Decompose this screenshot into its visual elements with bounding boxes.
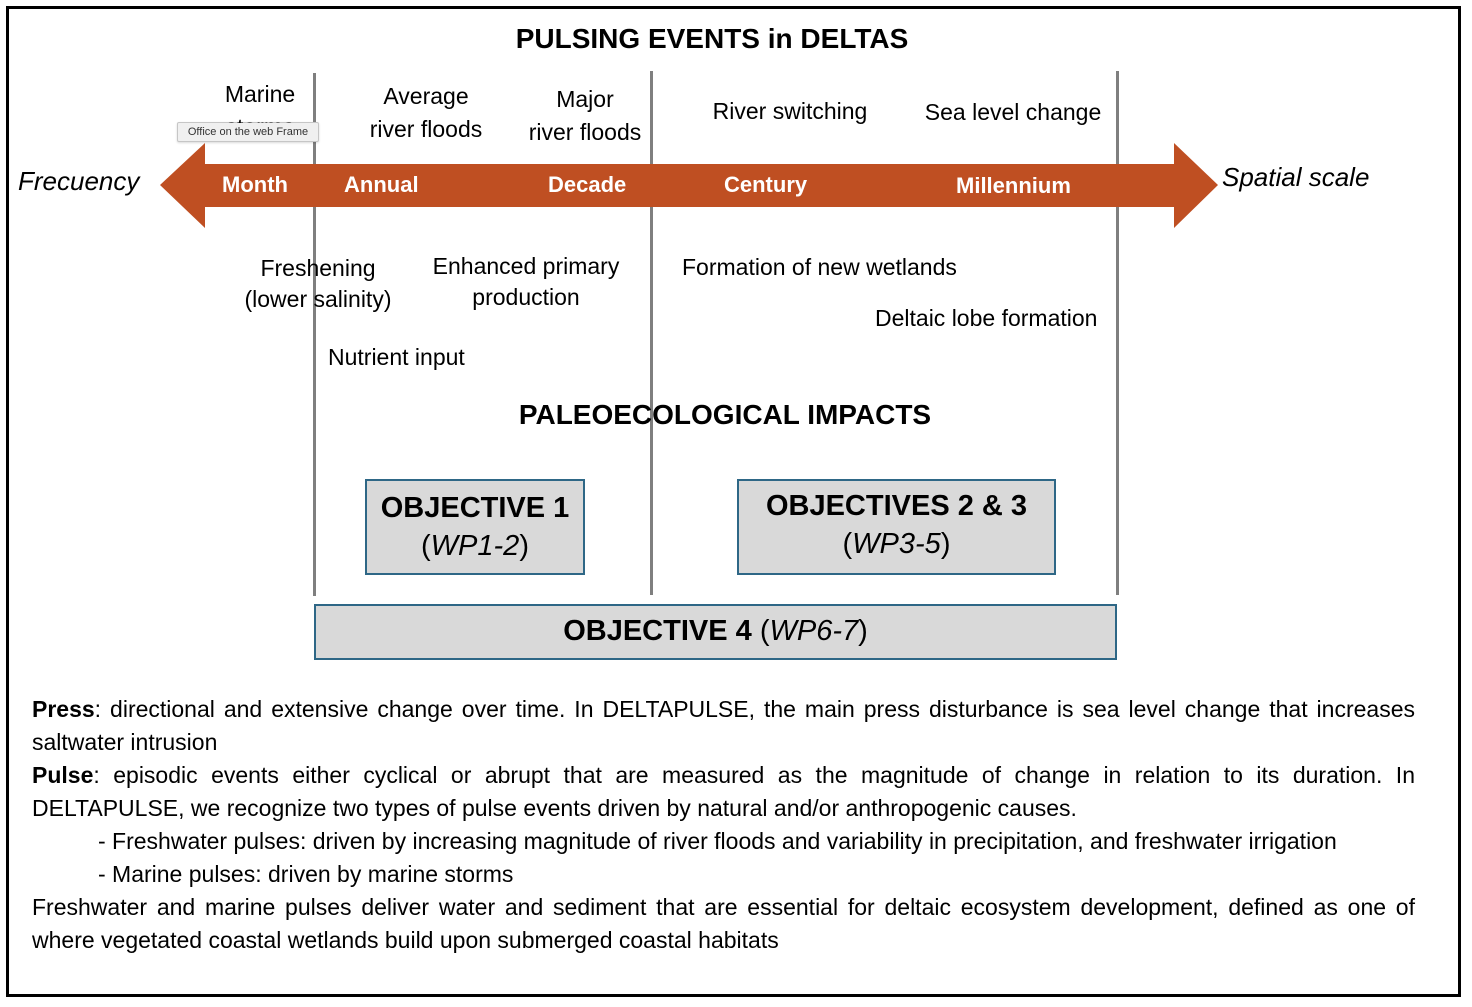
objective-1-title-text: OBJECTIVE 1: [380, 492, 570, 524]
objective-1-open: (: [421, 530, 431, 562]
pulse-text: : episodic events either cyclical or abr…: [32, 762, 1415, 821]
objective-2-3-wp-text: WP3-5: [852, 528, 941, 560]
divider-line-century: [650, 71, 653, 595]
spatial-scale-label: Spatial scale: [1222, 162, 1370, 192]
objective-1-close: ): [519, 530, 529, 562]
event-major-floods-line1: Major: [556, 86, 614, 112]
objective-2-3-close: ): [940, 528, 951, 560]
objective-4-title-text: OBJECTIVE 4: [563, 615, 752, 647]
freshwater-pulses-item: - Freshwater pulses: driven by increasin…: [98, 828, 1337, 854]
diagram-title: PULSING EVENTS in DELTAS: [515, 23, 909, 54]
impact-deltaic-lobe: Deltaic lobe formation: [875, 305, 1098, 331]
event-average-floods-line2: river floods: [369, 116, 483, 142]
event-major-floods-line2: river floods: [528, 119, 642, 145]
diagram-frame: [6, 6, 1461, 997]
objective-4-wp-text: WP6-7: [769, 615, 859, 647]
impact-primary-production-line2: production: [472, 284, 580, 310]
impact-new-wetlands: Formation of new wetlands: [682, 254, 957, 280]
event-marine-storms: Marine storms: [200, 78, 320, 123]
objective-2-3-title: OBJECTIVES 2 & 3: [739, 487, 1054, 525]
objective-1-box: OBJECTIVE 1 (WP1-2): [365, 479, 585, 575]
definitions-text: Press: directional and extensive change …: [32, 693, 1415, 957]
office-frame-tooltip: Office on the web Frame: [177, 122, 319, 142]
timescale-arrow: [160, 143, 1218, 228]
objective-4-open: (: [759, 615, 770, 647]
scale-millennium: Millennium: [956, 173, 1071, 198]
scale-annual: Annual: [344, 172, 419, 197]
event-marine-storms-line1: Marine: [224, 81, 296, 107]
impact-freshening-line1: Freshening: [260, 255, 376, 281]
impact-freshening-line2: (lower salinity): [244, 286, 392, 312]
pulse-term: Pulse: [32, 762, 94, 788]
objective-1-wp-text: WP1-2: [430, 530, 520, 562]
event-major-floods: Major river floods: [505, 83, 665, 149]
timescale-arrow-shape: [160, 143, 1218, 228]
press-definition: Press: directional and extensive change …: [32, 693, 1415, 759]
objective-2-3-wp: (WP3-5): [739, 525, 1054, 563]
scale-decade: Decade: [548, 172, 627, 197]
impact-freshening: Freshening (lower salinity): [228, 253, 408, 315]
impact-primary-production: Enhanced primary production: [420, 251, 632, 313]
objective-1-title: OBJECTIVE 1: [367, 489, 583, 527]
event-marine-storms-line2: storms: [200, 111, 320, 123]
event-average-floods-line1: Average: [383, 83, 469, 109]
pulse-definition: Pulse: episodic events either cyclical o…: [32, 759, 1415, 825]
objective-2-3-open: (: [842, 528, 853, 560]
event-average-floods: Average river floods: [346, 80, 506, 146]
scale-month: Month: [222, 172, 288, 197]
objective-1-wp: (WP1-2): [367, 527, 583, 565]
objective-2-3-box: OBJECTIVES 2 & 3 (WP3-5): [737, 479, 1056, 575]
press-term: Press: [32, 696, 95, 722]
event-sea-level-change: Sea level change: [924, 99, 1102, 125]
scale-century: Century: [724, 172, 808, 197]
objective-2-3-title-text: OBJECTIVES 2 & 3: [765, 490, 1028, 522]
impact-nutrient-input: Nutrient input: [328, 344, 465, 370]
conclusion-text: Freshwater and marine pulses deliver wat…: [32, 894, 1415, 953]
marine-pulses-item: - Marine pulses: driven by marine storms: [98, 861, 514, 887]
objective-4-close: ): [858, 615, 868, 647]
impact-primary-production-line1: Enhanced primary: [432, 253, 620, 279]
objective-4-box: OBJECTIVE 4 (WP6-7): [314, 604, 1117, 660]
press-text: : directional and extensive change over …: [32, 696, 1415, 755]
divider-line-millennium-end: [1116, 71, 1119, 595]
divider-line-annual: [313, 73, 316, 596]
frequency-label: Frecuency: [18, 166, 140, 196]
event-river-switching: River switching: [712, 98, 868, 124]
impacts-heading: PALEOECOLOGICAL IMPACTS: [518, 399, 932, 430]
